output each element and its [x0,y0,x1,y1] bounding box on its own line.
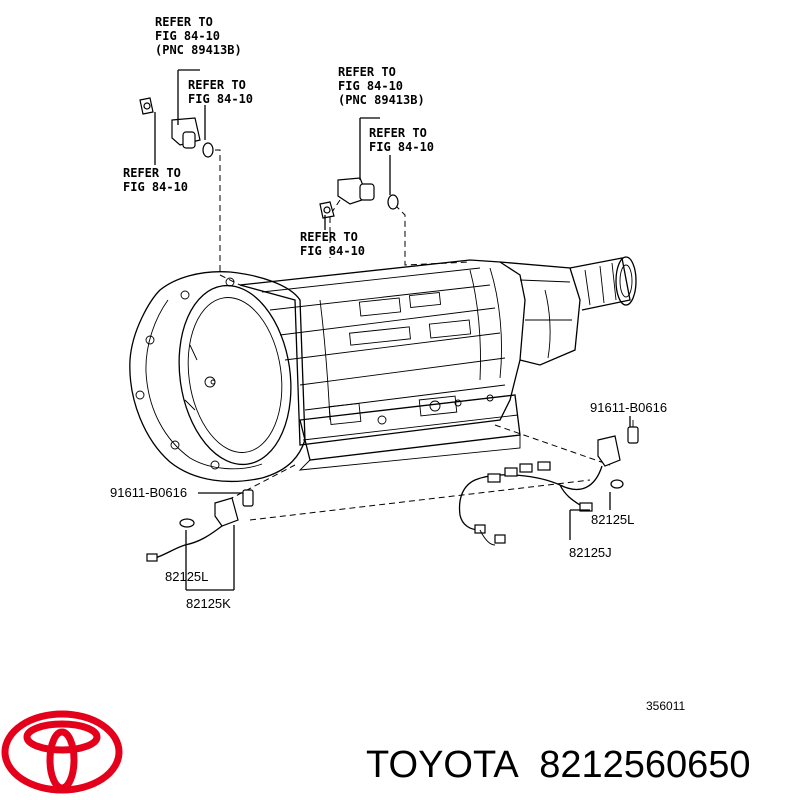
speed-sensor-upper-middle [319,177,399,219]
harness-right [458,420,639,546]
callout-line: REFER TO [369,126,427,140]
brand-name: TOYOTA [366,744,519,786]
callout-line: (PNC 89413B) [155,43,242,57]
callout-line: REFER TO [338,65,396,79]
part-label-harness-right: 82125J [569,545,612,560]
brand-part-number: 8212560650 [539,744,750,786]
callout-line: FIG 84-10 [369,140,434,154]
callout-line: REFER TO [155,15,213,29]
callout-refer-b: REFER TO FIG 84-10 [188,78,253,106]
callout-line: REFER TO [123,166,181,180]
callout-line: REFER TO [188,78,246,92]
callout-refer-c: REFER TO FIG 84-10 [123,166,188,194]
callout-leaders [154,69,631,591]
callout-line: (PNC 89413B) [338,93,425,107]
callout-refer-a: REFER TO FIG 84-10 (PNC 89413B) [155,15,242,57]
part-label-bolt-left: 91611-B0616 [110,485,187,500]
callout-refer-e: REFER TO FIG 84-10 [369,126,434,154]
toyota-logo-icon [1,710,123,794]
dashed-leaders [205,149,611,521]
part-label-sensor-left: 82125L [165,569,208,584]
callout-line: FIG 84-10 [300,244,365,258]
callout-refer-d: REFER TO FIG 84-10 (PNC 89413B) [338,65,425,107]
figure-id: 356011 [646,699,685,713]
part-label-sensor-right: 82125L [591,512,634,527]
brand-text: TOYOTA 8212560650 [366,744,751,786]
callout-line: FIG 84-10 [338,79,403,93]
part-label-bolt-right: 91611-B0616 [590,400,667,415]
callout-line: REFER TO [300,230,358,244]
callout-line: FIG 84-10 [123,180,188,194]
harness-left [146,489,254,562]
callout-line: FIG 84-10 [188,92,253,106]
callout-refer-f: REFER TO FIG 84-10 [300,230,365,258]
speed-sensor-upper-left [139,97,214,158]
callout-line: FIG 84-10 [155,29,220,43]
part-label-harness-left: 82125K [186,596,231,611]
transmission-housing [129,256,637,483]
